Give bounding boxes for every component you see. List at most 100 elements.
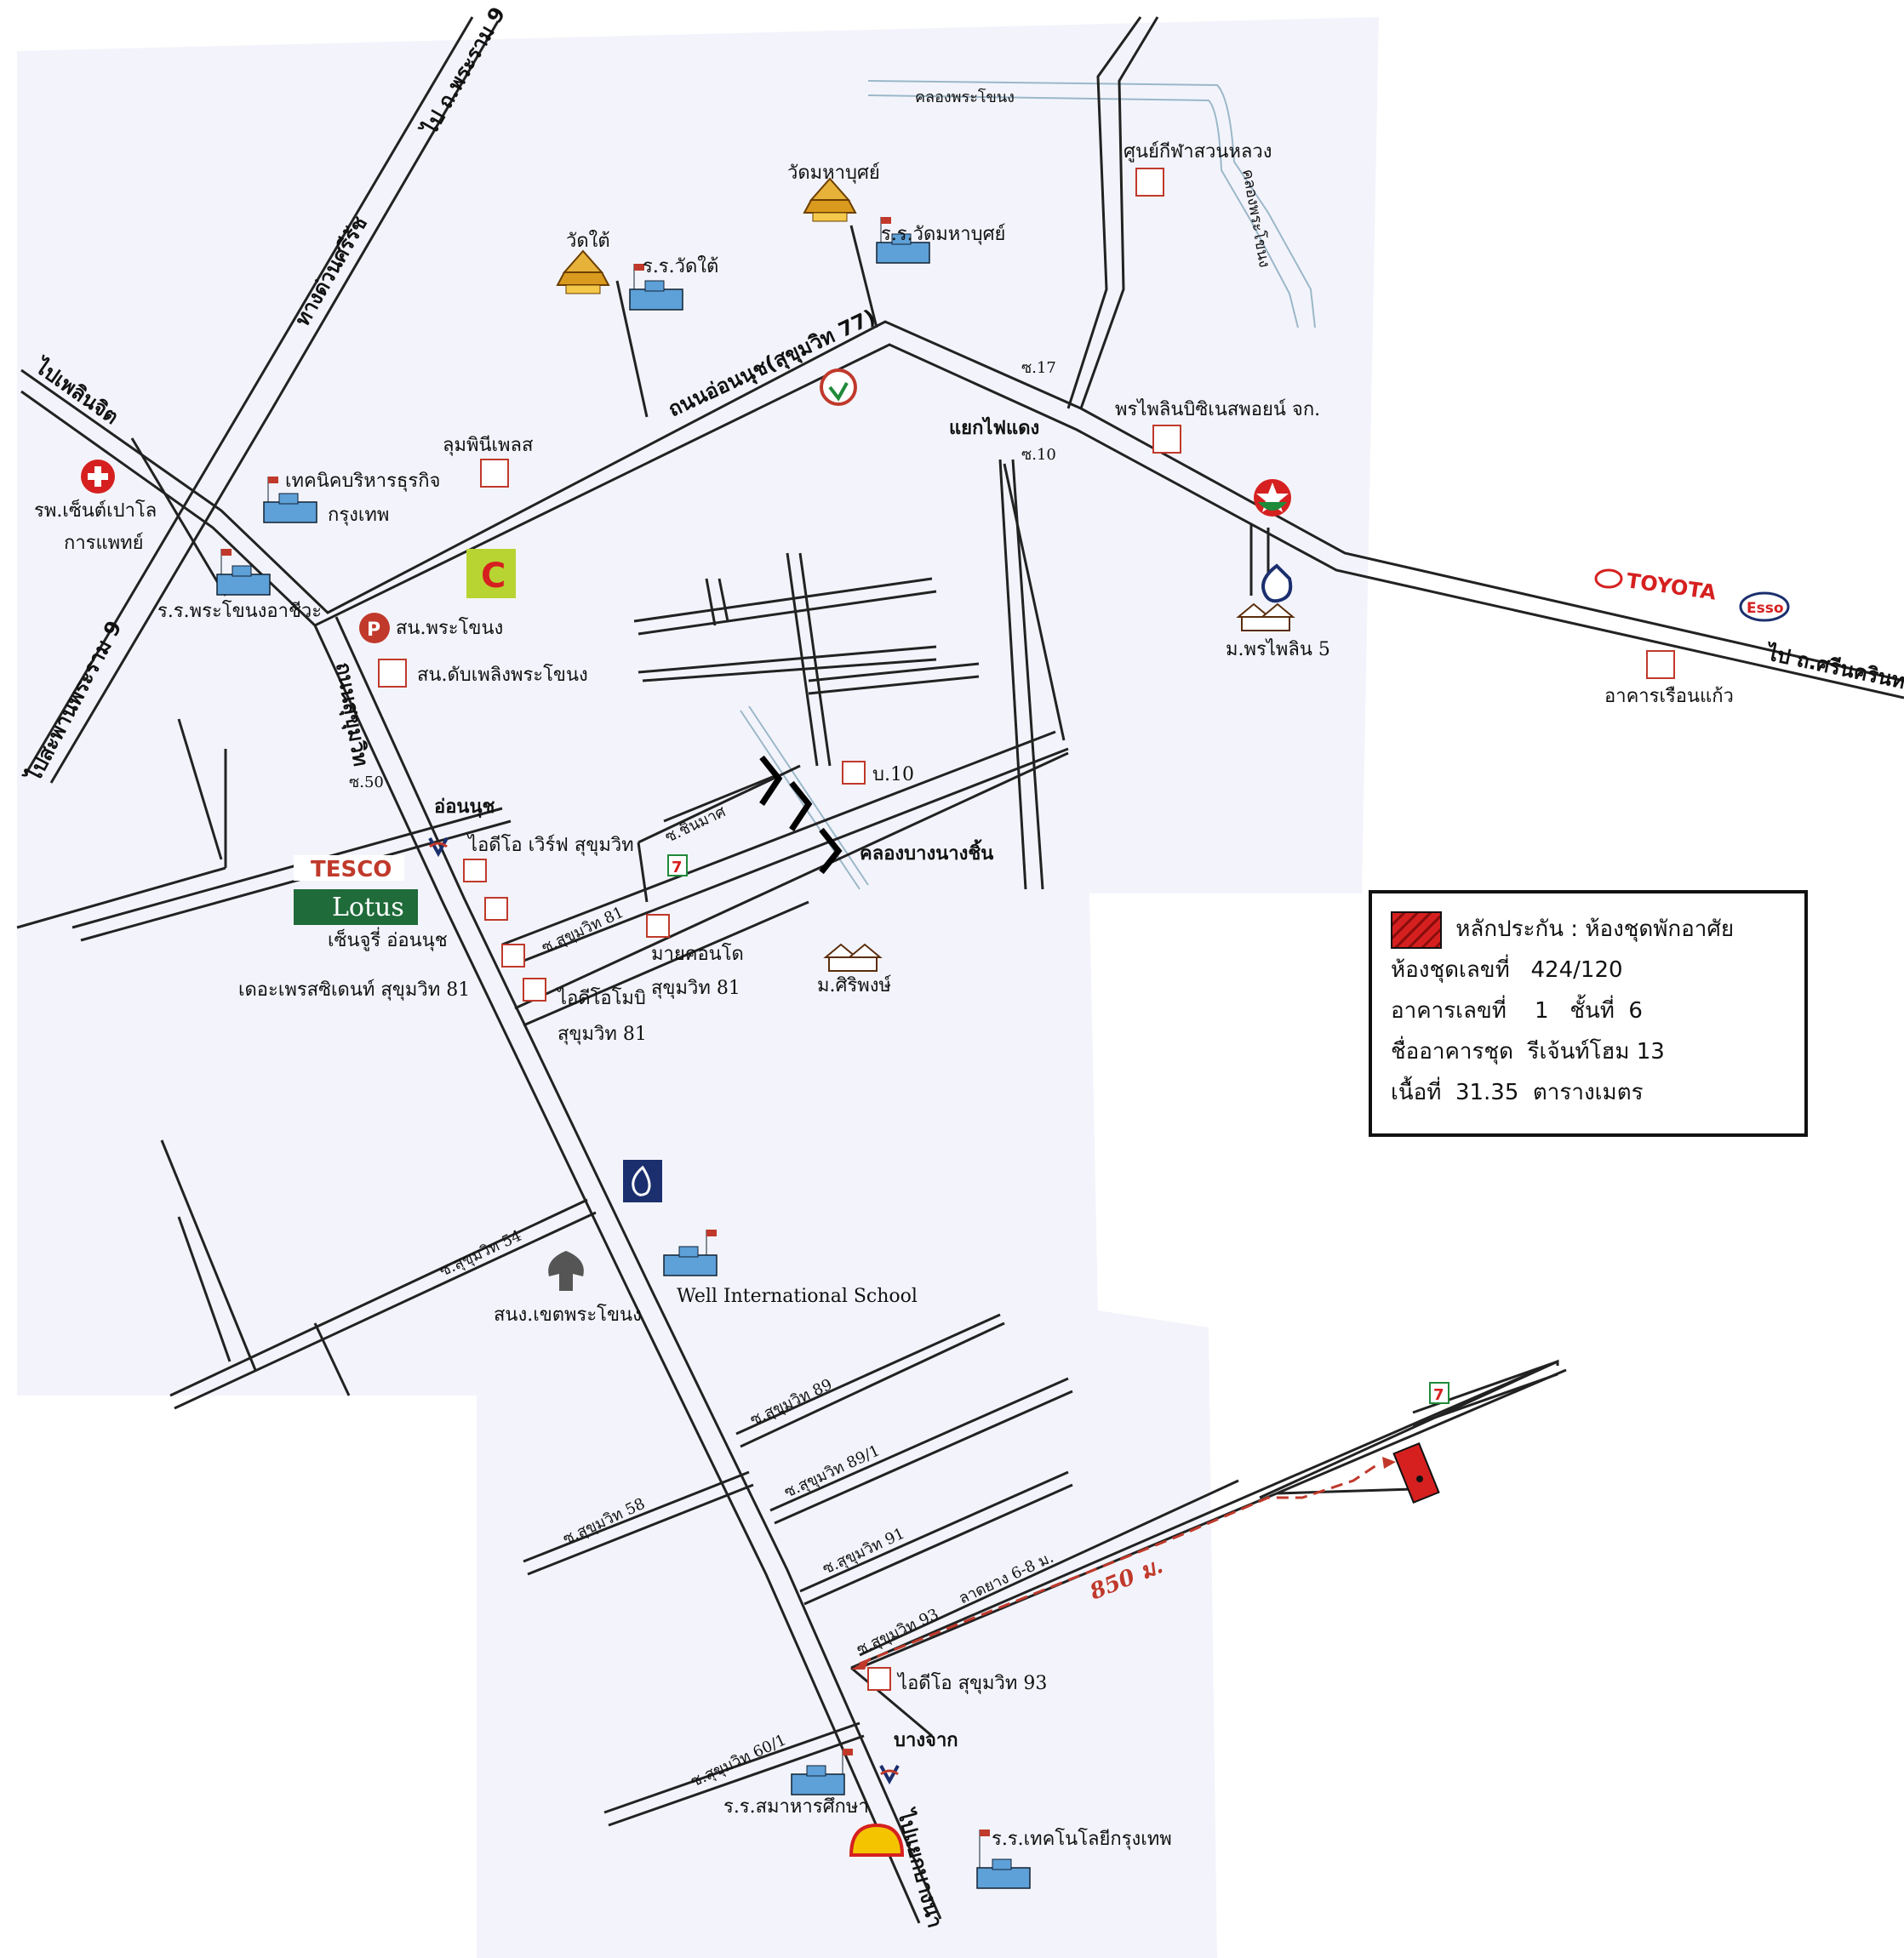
my-condo-marker: [646, 914, 670, 938]
president-marker: [501, 944, 525, 968]
legend-area-label: เนื้อที่: [1391, 1080, 1442, 1105]
legend-floor-label: ชั้นที่: [1570, 998, 1615, 1024]
esso-logo: Esso: [1739, 591, 1790, 622]
legend-area-row: เนื้อที่ 31.35 ตารางเมตร: [1391, 1072, 1786, 1113]
collateral-marker: [1392, 1441, 1440, 1504]
shell-icon: [849, 1823, 905, 1857]
collateral-swatch: [1391, 910, 1442, 949]
place-label-wat-mahabut: วัดมหาบุศย์: [787, 163, 880, 184]
garuda-icon: [548, 1251, 584, 1291]
place-label-my-condo-2: สุขุมวิท 81: [651, 978, 740, 999]
place-label-ideo-s93: ไอดีโอ สุขุมวิท 93: [896, 1672, 1047, 1694]
road-label-to-srinakarin: ไป ถ.ศรีนครินทร์: [1763, 640, 1904, 696]
place-label-school-pk-vocational: ร.ร.พระโขนงอาชีวะ: [157, 600, 322, 622]
legend-area-value: 31.35: [1455, 1080, 1519, 1105]
place-label-my-condo-1: มายคอนโด: [651, 943, 744, 965]
place-label-moo-ban-siriporn: ม.ศิริพงษ์: [817, 975, 892, 996]
bridge-marks: [759, 755, 843, 875]
soi-label-50: ซ.50: [349, 773, 384, 791]
place-label-tech-school-2: กรุงเทพ: [328, 505, 389, 526]
police-icon: P: [359, 613, 390, 643]
place-label-well-school: Well International School: [677, 1286, 918, 1307]
tesco-logo: TESCO Lotus: [294, 855, 418, 925]
seven-eleven-icon: 7: [1429, 1382, 1449, 1404]
bank-icon: [1261, 563, 1293, 603]
collateral-legend: หลักประกัน : ห้องชุดพักอาศัย ห้องชุดเลขท…: [1369, 890, 1808, 1137]
legend-unit-row: ห้องชุดเลขที่ 424/120: [1391, 950, 1786, 990]
fire-station-marker: [378, 659, 407, 688]
bigc-icon: C: [466, 549, 516, 598]
svg-text:7: 7: [1433, 1386, 1444, 1404]
school-icon: [263, 477, 317, 523]
bts-icon: [879, 1765, 900, 1785]
place-label-ideo-mobi-1: ไอดีโอโมบิ: [556, 987, 646, 1009]
svg-text:P: P: [367, 619, 380, 641]
canal-label-phra-khanong: คลองพระโขนง: [915, 88, 1015, 106]
place-label-on-nut: อ่อนนุช: [434, 796, 495, 819]
house-icon: [1236, 602, 1295, 631]
map-background: [17, 17, 1379, 1958]
ideo-mobi-marker: [523, 978, 546, 1002]
temple-icon: [556, 249, 610, 294]
bts-icon: [428, 837, 449, 858]
legend-floor-value: 6: [1628, 998, 1643, 1024]
svg-text:7: 7: [672, 859, 683, 876]
sport-center-marker: [1135, 168, 1164, 197]
expressway: [24, 16, 500, 784]
legend-unit-value: 424/120: [1530, 957, 1623, 983]
house-icon: [823, 943, 883, 972]
toyota-logo: TOYOTA: [1594, 568, 1718, 605]
place-label-hospital-1: รพ.เซ็นต์เปาโล: [34, 498, 157, 522]
legend-building-value: 1: [1534, 998, 1549, 1024]
lumpini-place-marker: [480, 459, 509, 488]
place-label-hospital-2: การแพทย์: [64, 533, 144, 554]
place-label-ideo-verve: ไอดีโอ เวิร์ฟ สุขุมวิท: [466, 834, 634, 856]
place-label-police-pk: สน.พระโขนง: [396, 617, 503, 639]
place-label-fire-pk: สน.ดับเพลิงพระโขนง: [417, 664, 588, 686]
place-label-moo-ban-pl5: ม.พรไพลิน 5: [1226, 638, 1330, 660]
svg-text:Lotus: Lotus: [332, 893, 404, 922]
place-label-sport-center: ศูนย์กีฬาสวนหลวง: [1124, 141, 1272, 163]
roads: [16, 16, 1904, 1924]
legend-name-value: รีเจ้นท์โฮม 13: [1527, 1039, 1665, 1065]
svg-text:TESCO: TESCO: [311, 857, 392, 882]
ideo-s93-marker: [867, 1667, 891, 1691]
route-arrow-end: [1382, 1457, 1396, 1469]
century-marker: [484, 897, 508, 921]
legend-title: หลักประกัน : ห้องชุดพักอาศัย: [1455, 916, 1735, 942]
school-icon: [629, 264, 683, 311]
legend-unit-label: ห้องชุดเลขที่: [1391, 957, 1510, 983]
place-label-century: เซ็นจูรี่ อ่อนนุช: [328, 927, 448, 951]
soi-label-17: ซ.17: [1021, 359, 1056, 377]
kbank-icon: [820, 368, 857, 406]
place-label-school-samahan: ร.ร.สมาหารศึกษา: [723, 1796, 869, 1818]
school-icon: [216, 549, 271, 596]
route-arrow-start: [851, 1658, 870, 1670]
seven-eleven-icon: 7: [667, 854, 688, 876]
ruean-kaew-marker: [1646, 650, 1675, 679]
place-label-bang-chak: บางจาก: [894, 1730, 958, 1751]
place-label-school-wat-mahabut: ร.ร.วัดมหาบุศย์: [881, 224, 1005, 245]
place-label-phraphailin-biz: พรไพลินบิซิเนสพอยน์ จก.: [1115, 398, 1320, 420]
svg-text:C: C: [481, 557, 506, 596]
school-icon: [976, 1830, 1031, 1889]
school-icon: [791, 1749, 853, 1795]
place-label-school-tech-bkk: ร.ร.เทคโนโลยีกรุงเทพ: [992, 1828, 1172, 1850]
place-label-ideo-mobi-2: สุขุมวิท 81: [557, 1024, 647, 1045]
svg-text:Esso: Esso: [1747, 600, 1784, 617]
place-label-ahan-ruean-kaew: อาคารเรือนแก้ว: [1604, 686, 1734, 707]
legend-name-row: ชื่ออาคารชุด รีเจ้นท์โฮม 13: [1391, 1031, 1786, 1072]
place-label-school-wat-tai: ร.ร.วัดใต้: [643, 255, 718, 277]
phraphailin-biz-marker: [1152, 425, 1181, 454]
intersection-label: แยกไฟแดง: [949, 416, 1039, 439]
svg-text:TOYOTA: TOYOTA: [1625, 568, 1718, 605]
canal-label-bang-nang-chin: คลองบางนางชิ้น: [860, 839, 993, 865]
school-icon: [663, 1230, 718, 1276]
school-icon: [876, 217, 930, 264]
place-label-lumpini-place: ลุมพินีเพลส: [443, 435, 534, 456]
legend-name-label: ชื่ออาคารชุด: [1391, 1039, 1513, 1065]
place-label-president: เดอะเพรสซิเดนท์ สุขุมวิท 81: [238, 979, 470, 1001]
place-label-tech-school-1: เทคนิคบริหารธุรกิจ: [285, 471, 440, 492]
temple-icon: [803, 177, 857, 222]
place-label-district-office: สนง.เขตพระโขนง: [494, 1304, 642, 1326]
